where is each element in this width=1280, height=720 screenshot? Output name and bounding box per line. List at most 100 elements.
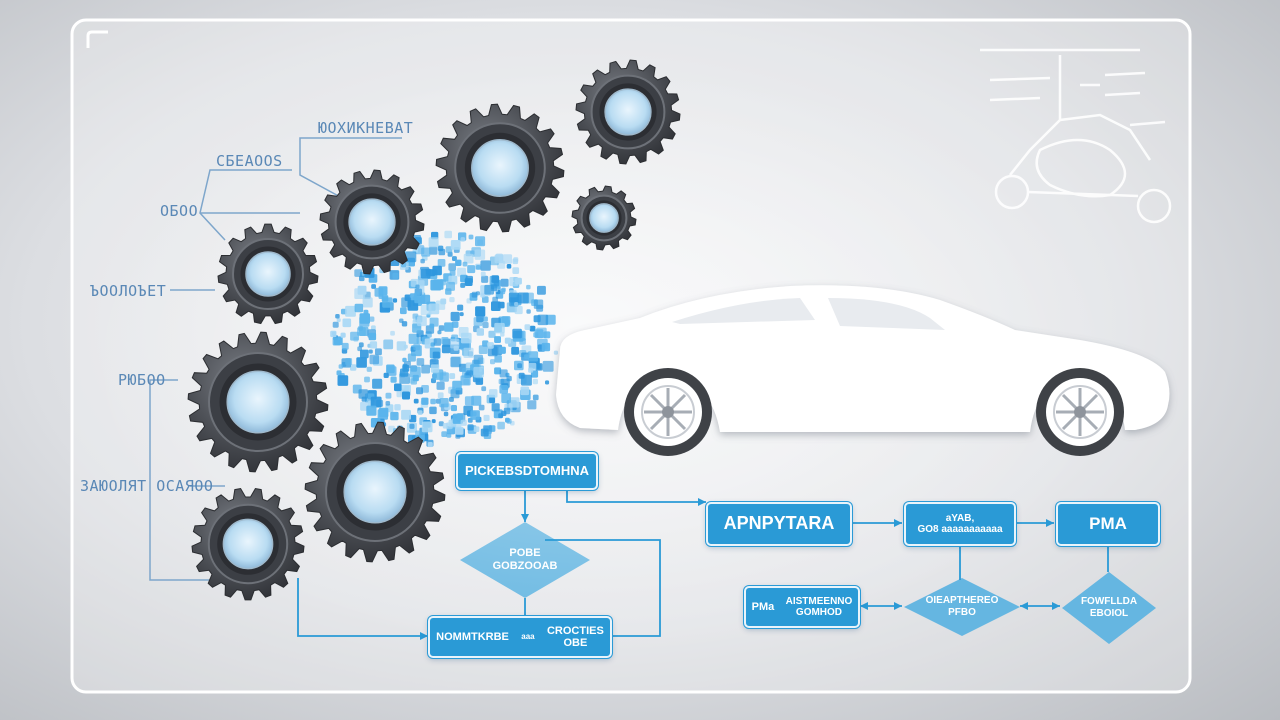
particle	[409, 423, 415, 429]
particle	[447, 251, 453, 257]
particle	[437, 392, 444, 399]
particle	[494, 322, 505, 334]
particle	[450, 389, 460, 399]
particle	[341, 342, 349, 350]
particle	[481, 386, 487, 392]
particle	[332, 321, 339, 328]
particle	[350, 364, 357, 371]
particle	[450, 240, 461, 250]
particle	[429, 406, 437, 415]
gear-icon	[575, 59, 681, 165]
gear-icon	[191, 487, 305, 601]
particle	[416, 358, 425, 366]
flow-decision-2: OIEAPTHEREO PFBO	[904, 578, 1020, 636]
particle	[487, 342, 494, 349]
particle	[366, 366, 372, 372]
particle	[470, 410, 480, 420]
gear-cluster	[187, 59, 681, 601]
particle	[512, 258, 519, 265]
particle	[354, 269, 362, 277]
particle	[474, 249, 486, 260]
particle	[427, 442, 433, 448]
particle	[534, 329, 544, 339]
particle	[401, 409, 411, 420]
particle	[494, 336, 501, 343]
particle	[409, 366, 421, 378]
particle	[517, 363, 522, 369]
particle	[497, 421, 505, 430]
flow-decision-1: POBE GOBZOOAB	[460, 522, 590, 598]
flow-box-picked: PICKEBSDTOMHNA	[456, 452, 598, 490]
particle	[512, 267, 520, 274]
particle	[396, 341, 407, 351]
particle	[444, 322, 454, 332]
particle	[467, 265, 476, 274]
flow-decision-3-label: FOWFLLDA EBOIOL	[1080, 596, 1138, 619]
gear-icon	[187, 331, 329, 473]
particle	[460, 419, 467, 426]
particle	[480, 428, 489, 437]
particle	[500, 278, 509, 287]
particle	[520, 386, 530, 396]
particle	[428, 237, 439, 248]
particle	[528, 362, 537, 371]
particle	[441, 337, 449, 345]
flow-arrowheads	[420, 498, 1060, 640]
particle	[459, 312, 464, 317]
flow-box-pma: PMA	[1056, 502, 1160, 546]
callout-label-4: ЪООЛОЪЕТ	[90, 282, 167, 300]
particle	[466, 370, 473, 377]
particle	[470, 250, 475, 255]
particle	[421, 247, 431, 257]
particle	[541, 342, 551, 352]
particle	[418, 280, 425, 287]
particle	[481, 275, 489, 283]
wheel-icon	[624, 368, 712, 456]
particle	[386, 364, 395, 374]
particle	[378, 286, 388, 296]
flow-connectors	[297, 490, 1109, 637]
particle	[533, 315, 541, 323]
particle	[438, 325, 445, 331]
particle	[414, 291, 420, 297]
particle	[545, 380, 550, 385]
particle	[450, 311, 460, 321]
panel-corner-mark	[86, 30, 108, 48]
particle	[383, 372, 389, 378]
particle	[371, 325, 376, 331]
particle	[368, 332, 377, 341]
particle	[494, 254, 504, 264]
particle	[421, 397, 429, 405]
particle	[402, 391, 410, 400]
particle	[360, 349, 369, 359]
particle	[511, 346, 519, 355]
particle	[375, 348, 382, 356]
particle	[506, 418, 512, 424]
particle	[452, 380, 462, 391]
particle	[482, 322, 489, 329]
particle	[480, 271, 486, 277]
particle	[446, 281, 455, 291]
particle	[415, 284, 420, 289]
particle	[524, 354, 529, 360]
particle	[502, 254, 513, 264]
particle	[460, 332, 472, 344]
particle	[358, 389, 368, 399]
particle	[476, 314, 484, 323]
particle	[439, 279, 446, 286]
particle	[410, 378, 417, 385]
particle	[451, 321, 459, 328]
particle	[446, 432, 452, 438]
callout-leaders	[149, 137, 402, 581]
particle	[512, 328, 522, 339]
particle	[385, 392, 392, 399]
particle	[460, 237, 466, 242]
particle	[390, 411, 399, 421]
wheel-icon	[1036, 368, 1124, 456]
particle	[401, 321, 408, 327]
particle	[437, 330, 442, 335]
particle	[400, 368, 409, 377]
particle	[421, 364, 430, 374]
flow-box-bottom: NOMMTKRBE aaa CROCTIES OBE	[428, 616, 612, 658]
particle	[350, 331, 359, 341]
